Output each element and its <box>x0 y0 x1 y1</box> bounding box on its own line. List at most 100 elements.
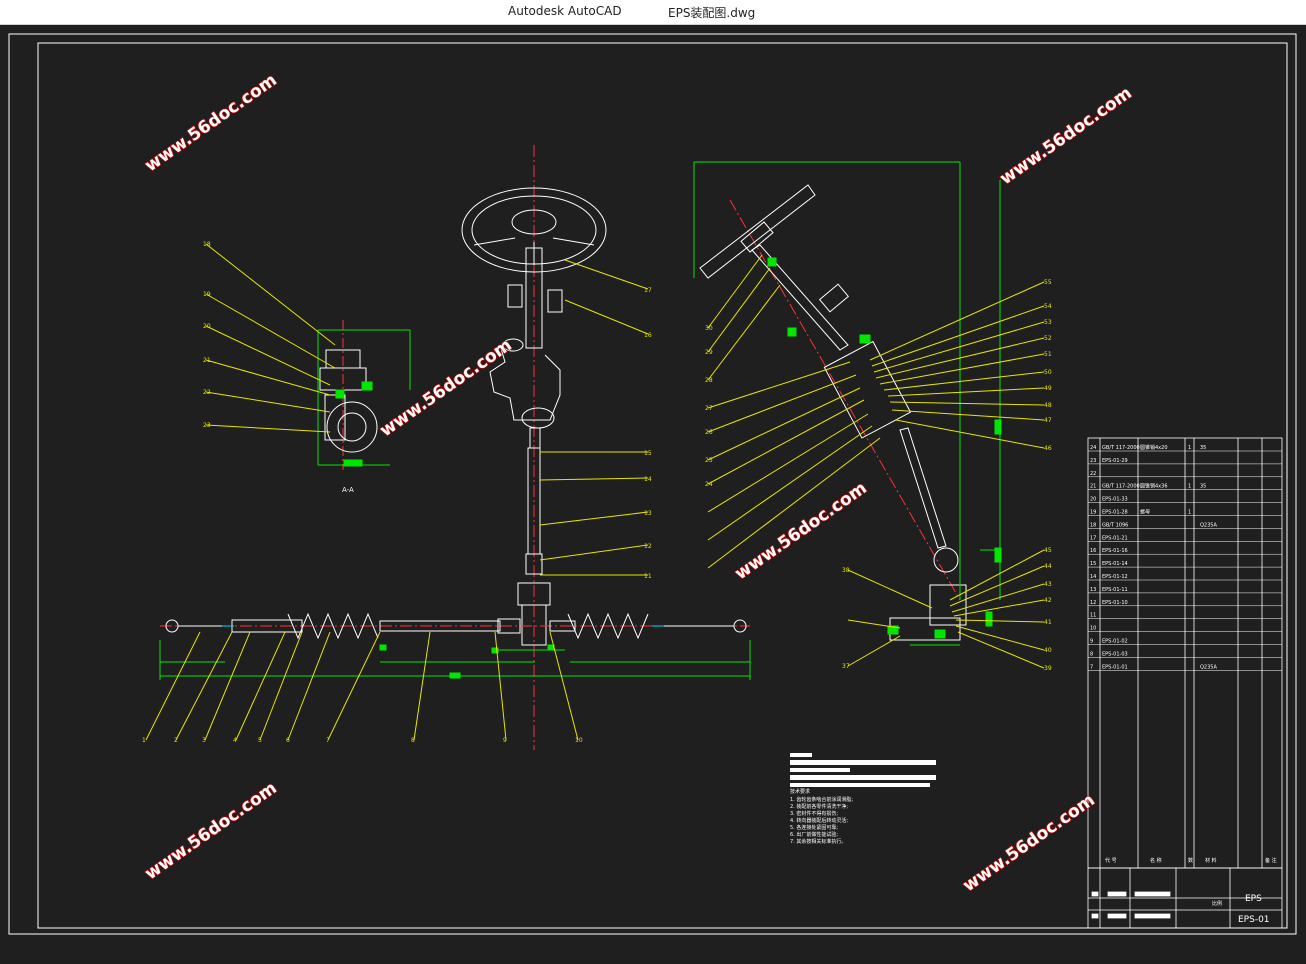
bom-row-no: 20 <box>1090 497 1096 503</box>
bom-row-no: 10 <box>1090 626 1096 632</box>
tech-req-line: 3. 密封件不得有损伤; <box>790 810 838 817</box>
tech-req-line: 4. 转向器装配后转动灵活; <box>790 817 848 824</box>
side-view-part-label: 49 <box>1044 385 1052 392</box>
front-view-part-label: 12 <box>644 543 652 550</box>
tech-req-line: 1. 齿轮齿条啮合前涂润滑脂; <box>790 796 853 803</box>
side-view-part-label: 28 <box>705 377 713 384</box>
front-view-part-label: 8 <box>411 737 415 744</box>
technical-requirements: 技术要求 <box>790 753 936 795</box>
side-view-part-label: 55 <box>1044 279 1052 286</box>
tech-req-lines: 1. 齿轮齿条啮合前涂润滑脂;2. 装配前各零件清洗干净;3. 密封件不得有损伤… <box>790 796 853 845</box>
bom-row-code: EPS-01-11 <box>1102 587 1128 593</box>
bom-row-no: 8 <box>1090 651 1093 657</box>
bom-row-code: EPS-01-03 <box>1102 651 1128 657</box>
bom-row-qty: 1 <box>1188 510 1191 516</box>
bom-row-code: GB/T 117-2000 <box>1102 445 1140 451</box>
bom-header: 代 号名 称数材 料备 注 <box>1105 857 1277 864</box>
bom-row: 14 EPS-01-12 <box>1088 574 1282 581</box>
bom-row: 12 EPS-01-10 <box>1088 600 1282 607</box>
section-view-part-label: 18 <box>203 241 211 248</box>
bom-row-no: 22 <box>1090 471 1096 477</box>
bom-row: 8 EPS-01-03 <box>1088 651 1282 658</box>
front-view <box>145 145 751 750</box>
side-view-part-label: 37 <box>842 663 850 670</box>
bom-header-cell: 数 <box>1188 857 1193 864</box>
side-view-part-label: 46 <box>1044 445 1052 452</box>
bom-row: 19 EPS-01-28 螺母 1 <box>1088 509 1282 516</box>
bom-row-material: 35 <box>1200 445 1206 451</box>
front-view-part-label: 10 <box>575 737 583 744</box>
bom-row-code: EPS-01-10 <box>1102 600 1128 606</box>
bom-row: 15 EPS-01-14 <box>1088 561 1282 568</box>
front-view-part-label: 13 <box>644 510 652 517</box>
tech-req-line: 5. 各连接处紧固可靠; <box>790 824 838 831</box>
watermark-text: www.56doc.com <box>996 83 1135 189</box>
front-view-part-label: 4 <box>233 737 237 744</box>
bom-row-code: GB/T 117-2000 <box>1102 484 1140 490</box>
bom-row-code: GB/T 1096 <box>1102 522 1128 528</box>
bom-row-no: 17 <box>1090 535 1096 541</box>
bom-row-name: 螺母 <box>1140 509 1150 516</box>
front-view-part-label: 5 <box>258 737 262 744</box>
watermark-text: www.56doc.com <box>376 335 515 441</box>
side-view-part-label: 50 <box>1044 369 1052 376</box>
bom-row-no: 21 <box>1090 484 1096 490</box>
front-view-part-label: 6 <box>286 737 290 744</box>
file-name-tab[interactable]: EPS装配图.dwg <box>668 6 756 20</box>
bom-row: 10 <box>1088 626 1282 632</box>
app-name: Autodesk AutoCAD <box>508 4 622 18</box>
bom-row-no: 7 <box>1090 664 1093 670</box>
side-view-part-label: 43 <box>1044 581 1052 588</box>
section-view-part-label: 21 <box>203 357 211 364</box>
side-view-part-label: 41 <box>1044 619 1052 626</box>
bom-row-code: EPS-01-14 <box>1102 561 1128 567</box>
section-view-part-label: 22 <box>203 389 211 396</box>
title-block-drawing-no: EPS-01 <box>1238 915 1270 925</box>
tech-req-line: 7. 其余按相关标准执行。 <box>790 838 846 845</box>
bom-row: 11 <box>1088 613 1282 619</box>
side-view-labels: 5554535251504948474630292827262524454443… <box>705 279 1052 672</box>
side-view-part-label: 48 <box>1044 402 1052 409</box>
side-view-part-label: 45 <box>1044 547 1052 554</box>
watermark-text: www.56doc.com <box>141 778 280 884</box>
bom-row-no: 19 <box>1090 510 1096 516</box>
side-view-part-label: 26 <box>705 429 713 436</box>
bom-row-no: 23 <box>1090 458 1096 464</box>
front-view-part-label: 7 <box>326 737 330 744</box>
bom-row-qty: 1 <box>1188 484 1191 490</box>
bom-header-cell: 材 料 <box>1205 857 1217 864</box>
tech-req-title: 技术要求 <box>790 788 810 795</box>
bom-row-no: 14 <box>1090 574 1096 580</box>
section-view-part-label: 19 <box>203 291 211 298</box>
bom-row-code: EPS-01-28 <box>1102 510 1128 516</box>
bom-row-code: EPS-01-02 <box>1102 639 1128 645</box>
front-view-part-label: 3 <box>202 737 206 744</box>
tech-req-line: 2. 装配前各零件清洗干净; <box>790 803 848 810</box>
side-view-part-label: 53 <box>1044 319 1052 326</box>
side-view-part-label: 27 <box>705 405 713 412</box>
front-view-part-label: 14 <box>644 476 652 483</box>
watermark-text: www.56doc.com <box>141 70 280 176</box>
bom-row-no: 15 <box>1090 561 1096 567</box>
side-view-part-label: 29 <box>705 349 713 356</box>
bom-row-no: 13 <box>1090 587 1096 593</box>
window-titlebar: Autodesk AutoCAD EPS装配图.dwg <box>0 0 1306 25</box>
bom-row-material: Q235A <box>1200 522 1217 528</box>
bom-row: 13 EPS-01-11 <box>1088 587 1282 594</box>
bom-row-no: 12 <box>1090 600 1096 606</box>
section-view-aa <box>205 243 411 470</box>
bom-row-code: EPS-01-01 <box>1102 664 1128 670</box>
side-view-part-label: 38 <box>842 567 850 574</box>
tech-req-line: 6. 出厂前做性能试验; <box>790 831 838 838</box>
bom-row-code: EPS-01-12 <box>1102 574 1128 580</box>
